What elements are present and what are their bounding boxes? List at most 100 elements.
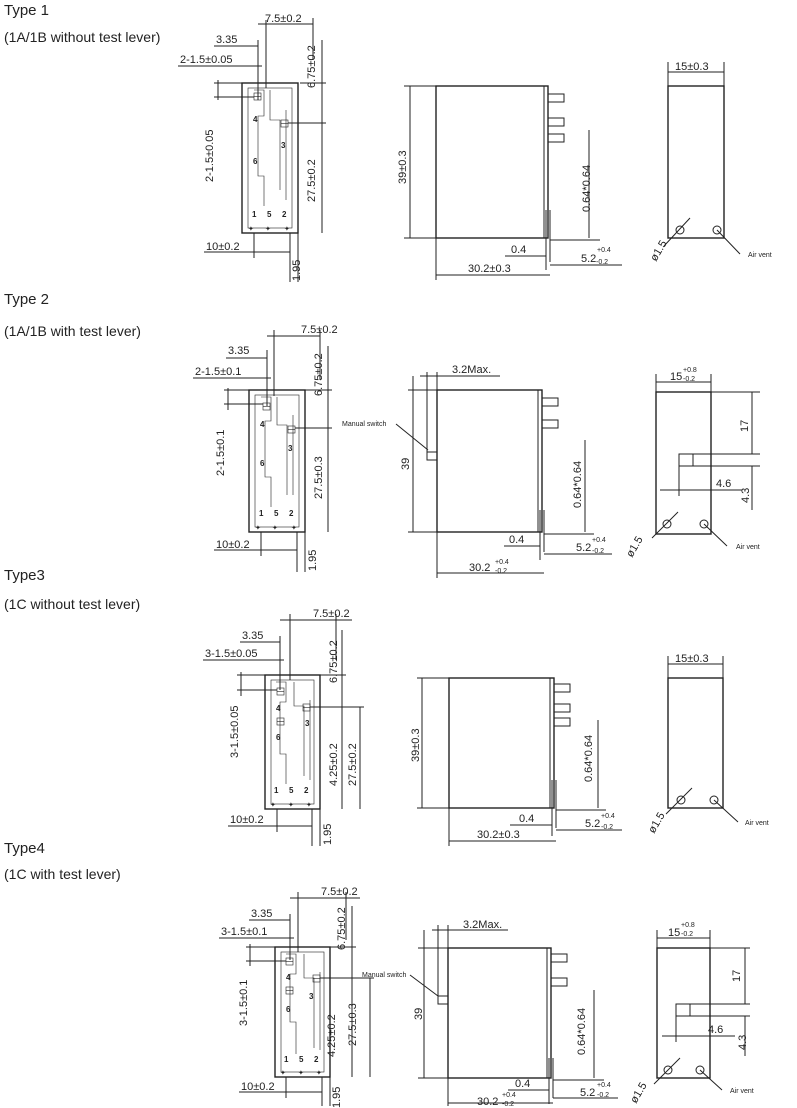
pin-length-dim: 5.2 [580, 1087, 595, 1099]
relay-end-body [655, 391, 712, 535]
height-dim: 39±0.3 [397, 150, 409, 184]
type2-subtitle: (1A/1B with test lever) [4, 323, 141, 339]
lever-height-dim: 17 [739, 420, 751, 432]
type4-bottom-view: 4 3 6 1 5 2 ✦✦✦ 7.5±0.2 3.35 3-1.5±0.1 3… [219, 886, 374, 1108]
relay-outline [274, 946, 331, 1078]
pin-label: 4 [253, 115, 258, 124]
pin-length-tol-down: -0.2 [597, 1092, 609, 1099]
relay-outline [241, 82, 299, 234]
air-vent-label: Air vent [730, 1088, 754, 1095]
mid-dim: 4.25±0.2 [326, 1014, 338, 1057]
svg-text:✦: ✦ [288, 801, 294, 809]
width-dim: 15±0.3 [675, 61, 709, 73]
length-tol-up: +0.4 [502, 1092, 516, 1099]
length-tol-down: -0.2 [502, 1101, 514, 1108]
pin-label: 2 [304, 786, 309, 795]
top-dim: 6.75±0.2 [328, 640, 340, 683]
relay-end-body [667, 677, 724, 809]
type3-side-view: 39±0.3 0.64*0.64 0.4 30.2±0.3 5.2 +0.4 -… [410, 677, 622, 846]
relay-body [435, 85, 549, 239]
manual-switch [675, 1003, 691, 1017]
top-dim: 6.75±0.2 [336, 907, 348, 950]
length-tol-up: +0.4 [495, 559, 509, 566]
height-dim: 39 [400, 458, 412, 470]
pin-size-dim: 0.64*0.64 [581, 165, 593, 212]
length-dim: 27.5±0.2 [347, 743, 359, 786]
pin-label: 2 [314, 1055, 319, 1064]
type4-side-view: 3.2Max. Manual switch 39 0.64*0.64 0.4 3… [362, 919, 618, 1108]
pin-label: 6 [260, 459, 265, 468]
svg-text:✦: ✦ [298, 1069, 304, 1077]
relay-body [448, 677, 555, 809]
pin-label: 4 [260, 420, 265, 429]
pin-label: 2 [282, 210, 287, 219]
hole-dim: 2-1.5±0.05 [180, 54, 233, 66]
pin-label: 3 [281, 141, 286, 150]
edge-dim: 1.95 [322, 824, 334, 845]
lever-width-dim: 4.6 [708, 1024, 723, 1036]
relay-outline [264, 674, 321, 810]
pin-size-dim: 0.64*0.64 [576, 1008, 588, 1055]
pin-size-dim: 0.64*0.64 [572, 461, 584, 508]
gap-dim: 0.4 [519, 813, 534, 825]
lever-depth-dim: 4.3 [737, 1035, 749, 1050]
pin-size-dim: 0.64*0.64 [583, 735, 595, 782]
width-dim: 7.5±0.2 [313, 608, 350, 620]
width-tol-up: +0.8 [683, 367, 697, 374]
width-dim: 15 [668, 927, 680, 939]
air-vent-label: Air vent [748, 252, 772, 259]
top-dim: 6.75±0.2 [313, 353, 325, 396]
side-dim: 2-1.5±0.1 [215, 430, 227, 476]
gap-dim: 0.4 [509, 534, 524, 546]
length-dim: 27.5±0.3 [313, 456, 325, 499]
pitch-dim: 10±0.2 [230, 814, 264, 826]
air-vent-label: Air vent [736, 544, 760, 551]
pin-length-tol-down: -0.2 [596, 259, 608, 266]
pin-length-dim: 5.2 [576, 542, 591, 554]
length-dim: 30.2 [477, 1096, 498, 1108]
type1-title: Type 1 [4, 2, 50, 19]
length-dim: 27.5±0.2 [306, 159, 318, 202]
side-dim: 3-1.5±0.1 [238, 980, 250, 1026]
edge-dim: 1.95 [291, 260, 303, 281]
type2-title: Type 2 [4, 291, 50, 308]
lever-depth-dim: 4.3 [740, 488, 752, 503]
gap-dim: 0.4 [515, 1078, 530, 1090]
width-tol-down: -0.2 [683, 376, 695, 383]
side-dim: 3-1.5±0.05 [229, 705, 241, 758]
vent-dia-dim: ø1.5 [624, 534, 645, 559]
width-dim: 7.5±0.2 [321, 886, 358, 898]
type4-subtitle: (1C with test lever) [4, 866, 121, 882]
pin-offset-dim: 3.35 [251, 908, 272, 920]
width-dim: 15±0.3 [675, 653, 709, 665]
top-dim: 6.75±0.2 [306, 45, 318, 88]
pin-label: 6 [276, 733, 281, 742]
gap-dim: 0.4 [511, 244, 526, 256]
svg-text:✦: ✦ [316, 1069, 322, 1077]
vent-dia-dim: ø1.5 [646, 810, 667, 835]
type1-end-view: 15±0.3 ø1.5 Air vent [648, 61, 772, 264]
width-tol-down: -0.2 [681, 931, 693, 938]
pin-label: 1 [284, 1055, 289, 1064]
hole-dim: 3-1.5±0.1 [221, 926, 267, 938]
svg-text:✦: ✦ [306, 801, 312, 809]
relay-inner-outline [254, 394, 300, 528]
type2-end-view: 15 +0.8 -0.2 17 4.6 4.3 ø1.5 Air vent [624, 367, 760, 560]
relay-inner-outline [247, 87, 293, 229]
svg-text:✦: ✦ [265, 225, 271, 233]
svg-text:✦: ✦ [284, 225, 290, 233]
pin-label: 2 [289, 509, 294, 518]
type4-title: Type4 [4, 840, 45, 857]
type3-bottom-view: 4 3 6 1 5 2 ✦✦✦ 7.5±0.2 3.35 3-1.5±0.05 … [203, 608, 364, 846]
relay-body [447, 947, 552, 1079]
lever-height-dim: 17 [731, 970, 743, 982]
pin-length-tol-up: +0.4 [597, 1082, 611, 1089]
relay-end-body [656, 947, 711, 1079]
side-dim: 2-1.5±0.05 [204, 129, 216, 182]
pin-label: 1 [252, 210, 257, 219]
svg-text:✦: ✦ [291, 524, 297, 532]
type3-end-view: 15±0.3 ø1.5 Air vent [646, 653, 769, 836]
type4-end-view: 15 +0.8 -0.2 17 4.6 4.3 ø1.5 Air vent [628, 922, 754, 1106]
pin-label: 5 [267, 210, 272, 219]
